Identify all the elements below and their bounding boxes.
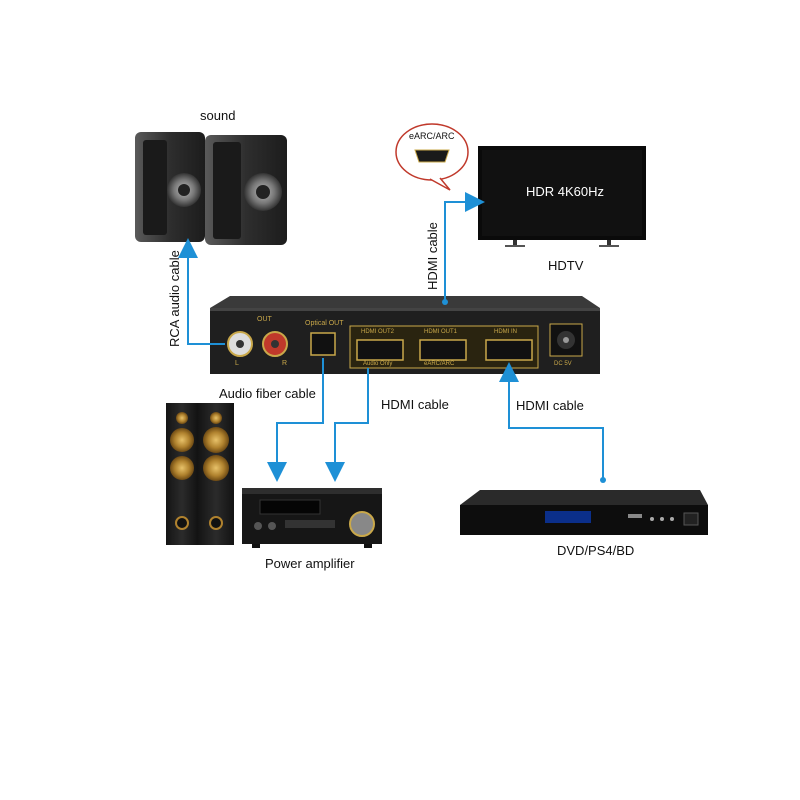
tv-screen-text: HDR 4K60Hz — [526, 184, 605, 199]
hdmi-cable-amp-label: HDMI cable — [381, 397, 449, 412]
hdmi-cable-dvd-label: HDMI cable — [516, 398, 584, 413]
panel-dc5v-label: DC 5V — [554, 361, 572, 367]
audio-extractor-device — [210, 296, 600, 374]
sound-label: sound — [200, 108, 236, 123]
cable-arrows — [178, 192, 604, 482]
panel-optical-label: Optical OUT — [305, 320, 344, 327]
panel-right-label: R — [282, 360, 288, 367]
rca-arrow — [178, 238, 225, 345]
fiber-arrow — [267, 358, 324, 482]
power-amplifier — [242, 488, 382, 548]
earc-bubble-label: eARC/ARC — [409, 131, 455, 141]
panel-audio-only-label: Audio Only — [363, 361, 393, 367]
earc-bubble — [395, 123, 469, 191]
tower-speakers — [166, 403, 234, 545]
rca-cable-label: RCA audio cable — [167, 250, 182, 347]
panel-earc-label: eARC/ARC — [424, 361, 455, 367]
panel-out-label: OUT — [257, 316, 272, 323]
amp-hdmi-arrow — [325, 368, 369, 482]
panel-hdmi-out2-label: HDMI OUT2 — [361, 329, 394, 335]
hdtv — [478, 146, 646, 247]
panel-hdmi-out1-label: HDMI OUT1 — [424, 329, 457, 335]
dvd-player — [460, 490, 708, 535]
hdtv-label: HDTV — [548, 258, 584, 273]
panel-left-label: L — [235, 360, 239, 367]
desktop-speakers — [135, 132, 287, 245]
dvd-label: DVD/PS4/BD — [557, 543, 635, 558]
panel-hdmi-in-label: HDMI IN — [494, 329, 517, 335]
audio-fiber-cable-label: Audio fiber cable — [219, 386, 316, 401]
power-amplifier-label: Power amplifier — [265, 556, 355, 571]
hdmi-cable-tv-label: HDMI cable — [425, 222, 440, 290]
dvd-hdmi-arrow — [499, 362, 604, 478]
tv-arrow — [444, 192, 485, 300]
